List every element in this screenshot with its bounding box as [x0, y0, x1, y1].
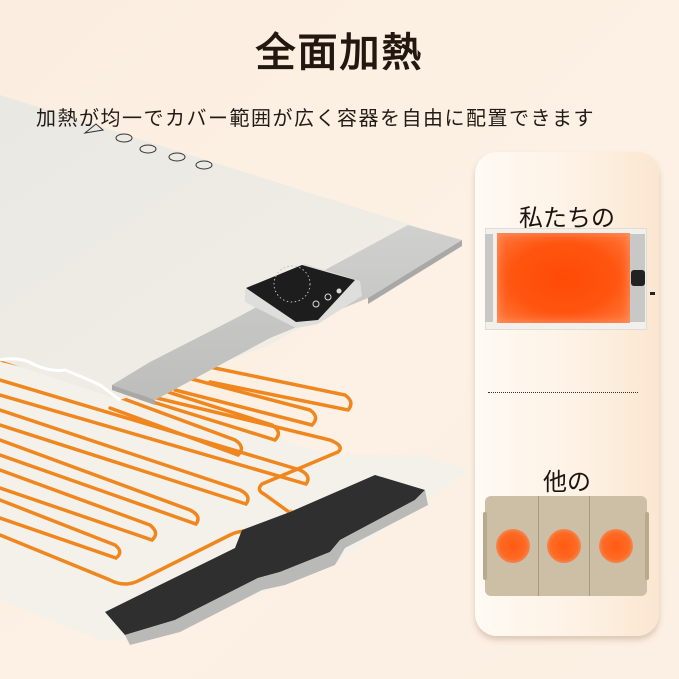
power-icon[interactable]: [324, 293, 332, 301]
control-panel[interactable]: [245, 264, 362, 328]
no-wash-icon: [195, 160, 213, 170]
control-panel-icon: [631, 270, 645, 286]
divider: [488, 392, 638, 393]
others-label: 他の: [543, 468, 591, 496]
warning-triangle-icon: [83, 123, 105, 134]
plug-icon: [650, 292, 655, 295]
top-cover-mat: [0, 95, 445, 402]
base-sheet: [0, 350, 470, 640]
page-title: 全面加熱: [255, 29, 424, 76]
ours-label: 私たちの: [519, 204, 615, 232]
base-tray: [105, 475, 428, 645]
timer-icon[interactable]: [312, 300, 320, 308]
heat-spot: [599, 529, 633, 563]
subtitle: 加熱が均一でカバー範囲が広く容器を自由に配置できます: [36, 106, 595, 130]
temperature-dial-icon[interactable]: [273, 265, 311, 303]
segment-line: [589, 496, 590, 596]
no-fold-icon: [139, 144, 157, 154]
others-pad-edge: [645, 512, 649, 580]
ours-heat-pad: [485, 228, 655, 330]
heat-spot: [496, 529, 530, 563]
lock-icon[interactable]: [336, 288, 342, 294]
others-heat-pad: [483, 496, 649, 596]
segment-line: [538, 496, 539, 596]
no-pin-icon: [168, 152, 186, 162]
others-pad-edge: [483, 512, 487, 580]
full-heat-area: [497, 233, 630, 323]
comparison-card: 私たちの 他の: [475, 152, 659, 636]
heat-spot: [547, 529, 581, 563]
no-cut-icon: [115, 133, 133, 143]
ours-pad-side: [485, 234, 493, 322]
warning-icons: [83, 123, 213, 170]
